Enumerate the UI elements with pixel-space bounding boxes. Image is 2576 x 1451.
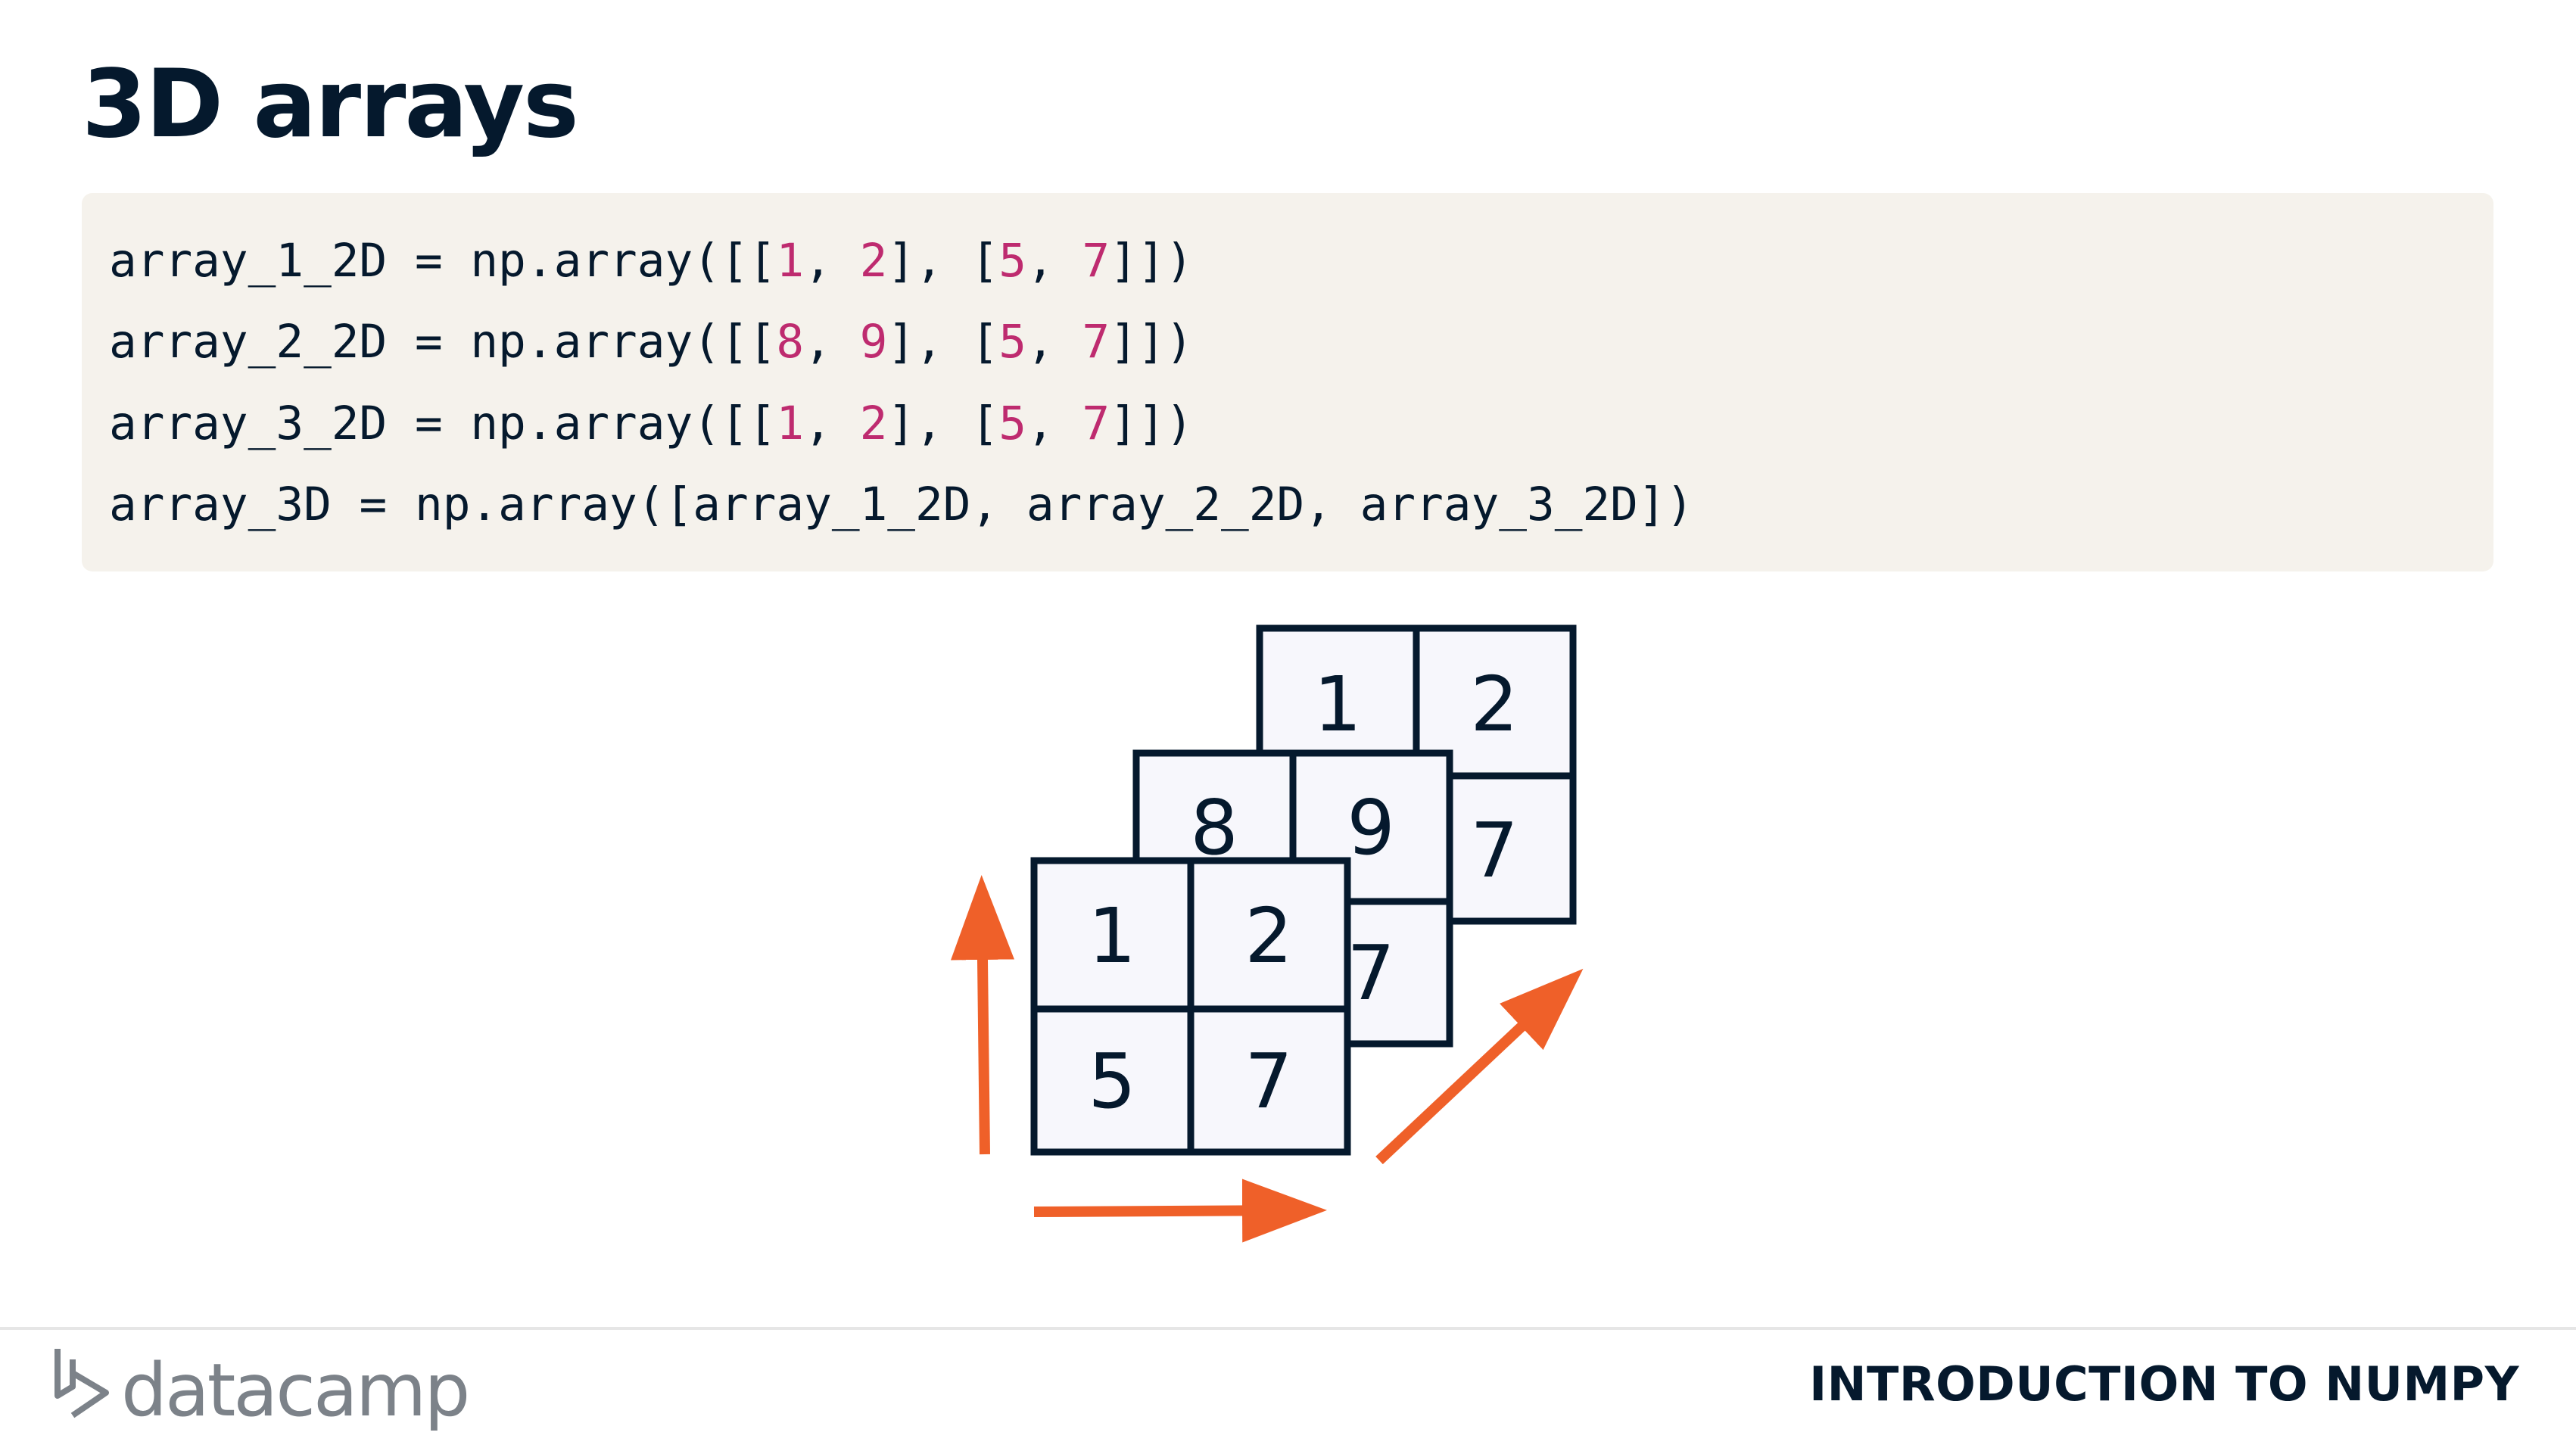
code-number: 7 xyxy=(1082,397,1110,450)
axis-arrow-depth xyxy=(1375,968,1584,1165)
code-text: , xyxy=(1026,315,1082,369)
code-text: , xyxy=(804,397,860,450)
code-text: , xyxy=(804,315,860,369)
code-number: 2 xyxy=(859,397,888,450)
cell-value: 2 xyxy=(1470,660,1519,749)
cell-value: 5 xyxy=(1088,1037,1136,1126)
code-text: array_1_2D = np.array([[ xyxy=(109,234,777,288)
code-number: 5 xyxy=(998,315,1026,369)
code-text: , xyxy=(1026,397,1082,450)
footer-divider xyxy=(0,1327,2576,1330)
code-number: 7 xyxy=(1082,234,1110,288)
code-line-3: array_3_2D = np.array([[1, 2], [5, 7]]) xyxy=(109,400,1193,447)
cell-value: 2 xyxy=(1244,892,1293,980)
code-block: array_1_2D = np.array([[1, 2], [5, 7]]) … xyxy=(82,193,2493,571)
cell-value: 9 xyxy=(1347,783,1395,872)
cell-value: 7 xyxy=(1244,1037,1293,1126)
code-text: , xyxy=(1026,234,1082,288)
code-number: 5 xyxy=(998,234,1026,288)
code-text: ]]) xyxy=(1110,315,1194,369)
array-layer-front: 1 2 5 7 xyxy=(1030,857,1351,1156)
code-number: 2 xyxy=(859,234,888,288)
datacamp-logo-icon xyxy=(55,1349,109,1418)
code-line-4: array_3D = np.array([array_1_2D, array_2… xyxy=(109,481,1693,528)
array-3d-diagram: 1 2 7 8 9 7 1 2 5 7 xyxy=(950,624,1584,1243)
code-text: array_3D = np.array([array_1_2D, array_2… xyxy=(109,478,1694,531)
cell-value: 1 xyxy=(1313,660,1362,749)
code-number: 1 xyxy=(776,234,805,288)
cell-value: 1 xyxy=(1088,892,1136,980)
code-line-1: array_1_2D = np.array([[1, 2], [5, 7]]) xyxy=(109,238,1193,284)
code-number: 8 xyxy=(776,315,805,369)
axis-arrow-right xyxy=(1033,1179,1327,1243)
brand-wordmark: datacamp xyxy=(121,1348,470,1433)
code-text: ]]) xyxy=(1110,234,1194,288)
code-number: 9 xyxy=(859,315,888,369)
code-number: 1 xyxy=(776,397,805,450)
course-title: INTRODUCTION TO NUMPY xyxy=(1809,1356,2519,1412)
code-text: ], [ xyxy=(887,234,999,288)
code-text: ]]) xyxy=(1110,397,1194,450)
cell-value: 7 xyxy=(1470,806,1519,895)
code-text: array_2_2D = np.array([[ xyxy=(109,315,777,369)
axis-arrow-up xyxy=(950,875,1014,1155)
code-line-2: array_2_2D = np.array([[8, 9], [5, 7]]) xyxy=(109,319,1193,365)
code-text: ], [ xyxy=(887,397,999,450)
cell-value: 7 xyxy=(1347,929,1395,1017)
code-text: , xyxy=(804,234,860,288)
code-number: 7 xyxy=(1082,315,1110,369)
slide-title: 3D arrays xyxy=(82,50,579,159)
code-number: 5 xyxy=(998,397,1026,450)
code-text: ], [ xyxy=(887,315,999,369)
code-text: array_3_2D = np.array([[ xyxy=(109,397,777,450)
